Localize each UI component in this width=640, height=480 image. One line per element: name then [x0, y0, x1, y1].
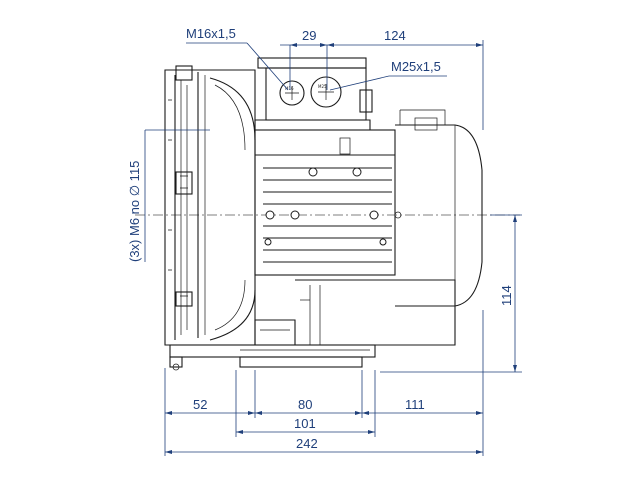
svg-text:M25: M25 — [318, 84, 327, 89]
label-flange-holes: (3x) M6 no ∅ 115 — [127, 161, 142, 262]
bottom-dimensions: 52 80 111 101 242 — [164, 310, 484, 456]
svg-text:M16: M16 — [285, 86, 294, 91]
label-m25: M25x1,5 — [391, 59, 441, 74]
dim-124: 124 — [384, 28, 406, 43]
base-plate — [169, 319, 376, 371]
flange-callout: (3x) M6 no ∅ 115 — [127, 129, 210, 262]
dim-101: 101 — [294, 416, 316, 431]
dim-29: 29 — [302, 28, 316, 43]
thread-callouts: M16x1,5 M25x1,5 — [186, 26, 447, 91]
label-m16: M16x1,5 — [186, 26, 236, 41]
cable-gland-large — [310, 76, 342, 108]
terminal-box: M16 M25 — [254, 57, 373, 131]
height-dimension: 114 — [380, 214, 522, 373]
top-dimensions: 29 124 — [280, 28, 484, 130]
dim-52: 52 — [193, 397, 207, 412]
dim-242: 242 — [296, 436, 318, 451]
dim-111: 111 — [405, 397, 425, 412]
motor-body — [254, 129, 402, 276]
dim-114: 114 — [499, 285, 514, 306]
blower-housing — [164, 65, 256, 346]
motor-fan-cover — [295, 109, 483, 346]
dim-80: 80 — [298, 397, 312, 412]
cable-gland-small — [279, 80, 305, 106]
